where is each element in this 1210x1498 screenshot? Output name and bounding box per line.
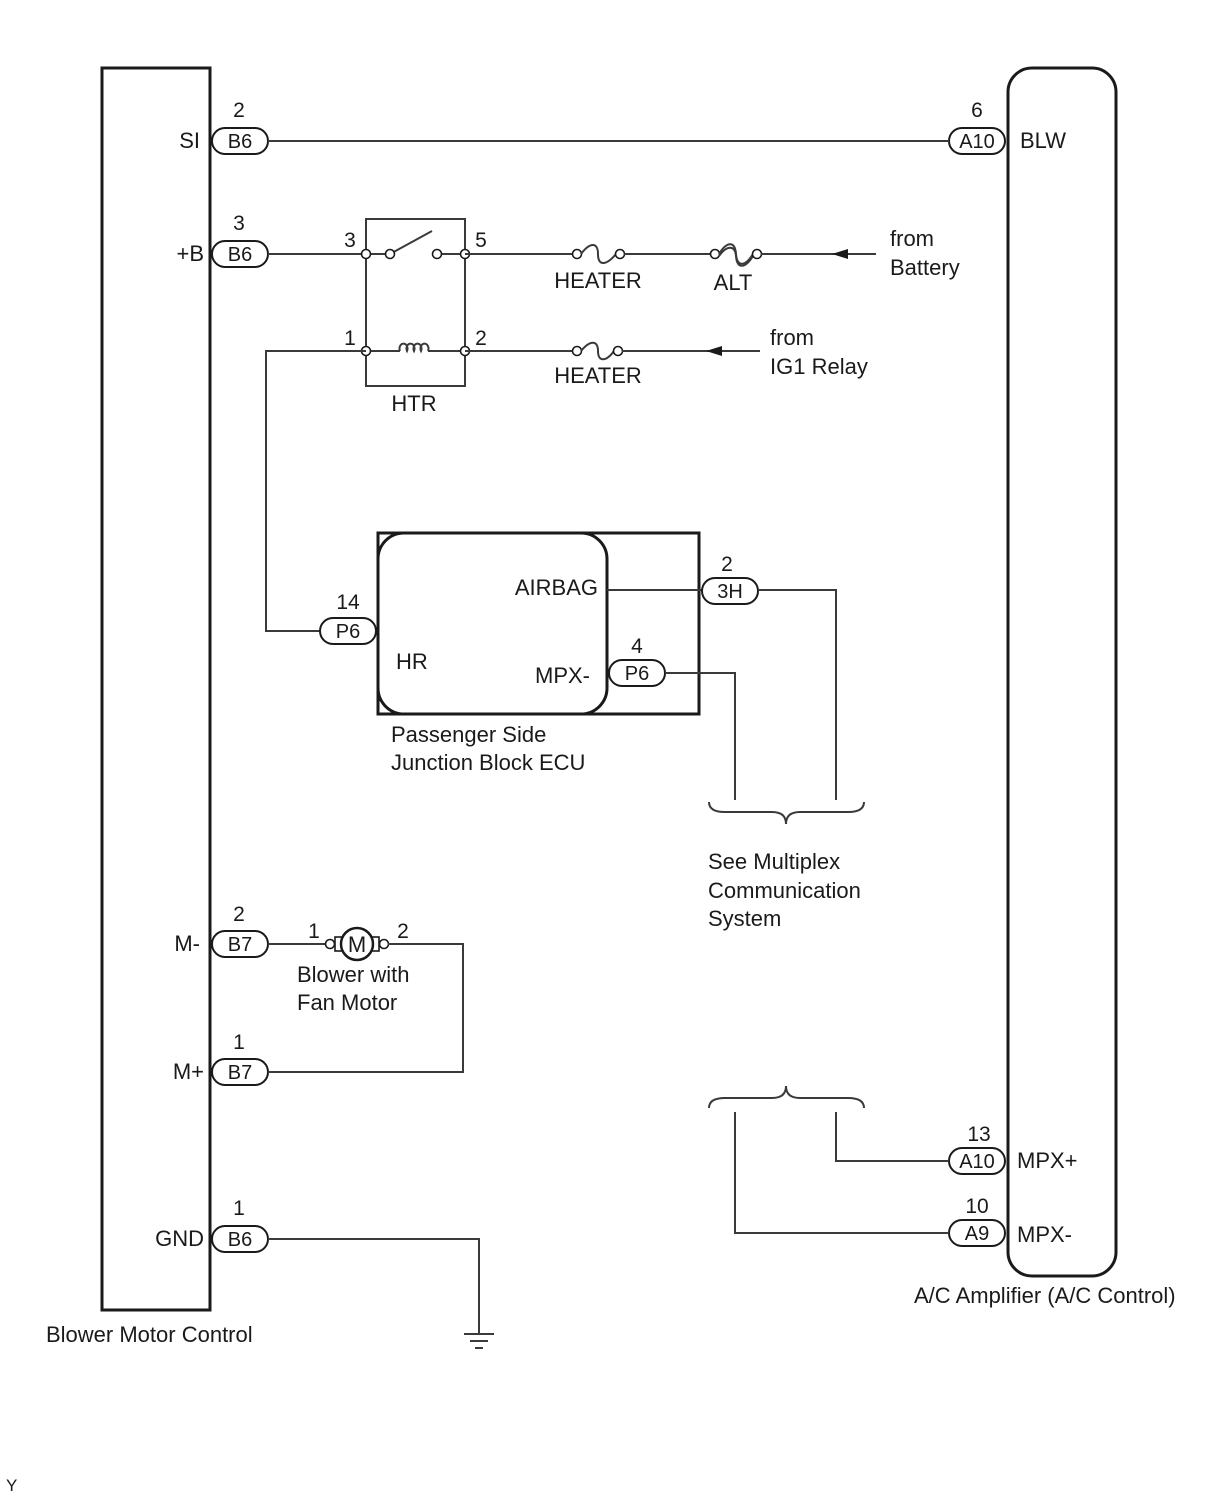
- terminal-relay-3: [360, 248, 372, 260]
- pin-gnd-number: 1: [233, 1197, 245, 1220]
- blower-motor-symbol-letter: M: [348, 932, 366, 957]
- ac-amplifier-box: [1006, 66, 1118, 1278]
- pin-jb-mpx-number: 4: [631, 635, 643, 658]
- motor-pin-1: 1: [308, 920, 320, 943]
- wire-mpx-minus: [734, 1112, 949, 1234]
- blower-motor-label-line1: Blower with: [297, 962, 409, 987]
- pin-mpx-minus-name: MPX-: [1017, 1222, 1072, 1247]
- junction-block-inner: [376, 531, 609, 716]
- relay-coil: [366, 342, 465, 354]
- from-ig1-line2: IG1 Relay: [770, 354, 868, 379]
- note-line2: Communication: [708, 878, 861, 903]
- htr-relay-label: HTR: [391, 391, 436, 416]
- pin-plus-b-name: +B: [176, 241, 204, 266]
- pin-jb-mpx-name: MPX-: [535, 663, 590, 688]
- htr-pin-1: 1: [344, 327, 356, 350]
- pin-blw-number: 6: [971, 99, 983, 122]
- junction-block-label-line1: Passenger Side: [391, 722, 546, 747]
- pin-m-plus-name: M+: [173, 1059, 204, 1084]
- pin-m-plus: M+ 1 B7: [173, 1031, 269, 1086]
- note-line1: See Multiplex: [708, 849, 840, 874]
- heater-fuse-1: [571, 244, 626, 264]
- pin-si: SI 2 B6: [179, 99, 269, 155]
- from-battery-line1: from: [890, 226, 934, 251]
- ground-icon: [464, 1333, 494, 1349]
- arrow-from-ig1: [706, 346, 722, 356]
- blower-motor-label-line2: Fan Motor: [297, 990, 397, 1015]
- from-ig1-line1: from: [770, 325, 814, 350]
- heater-fuse-1-label: HEATER: [554, 268, 642, 293]
- pin-blw: BLW 6 A10: [948, 99, 1066, 155]
- arrow-from-battery: [832, 249, 848, 259]
- alt-fuse: [709, 243, 763, 267]
- pin-m-minus: M- 2 B7: [174, 903, 269, 958]
- wire-jb-mpx-multiplex: [665, 672, 736, 800]
- pin-mpx-plus-number: 13: [967, 1123, 990, 1146]
- alt-fuse-label: ALT: [714, 270, 753, 295]
- htr-pin-5: 5: [475, 229, 487, 252]
- pin-si-name: SI: [179, 128, 200, 153]
- wire-gnd: [268, 1238, 480, 1334]
- wire-motor-m-plus: [268, 943, 464, 1073]
- connector-p6-hr: [319, 617, 377, 645]
- connector-b6-plus-b-label: B6: [228, 244, 252, 266]
- pin-m-plus-number: 1: [233, 1031, 245, 1054]
- pin-gnd: GND 1 B6: [155, 1197, 269, 1253]
- multiplex-brace-upper: [708, 801, 865, 825]
- pin-plus-b: +B 3 B6: [176, 212, 269, 268]
- pin-hr-number: 14: [336, 591, 360, 614]
- pin-mpx-minus: MPX- 10 A9: [948, 1195, 1072, 1247]
- relay-switch: [366, 230, 465, 260]
- heater-fuse-2: [571, 341, 624, 361]
- htr-pin-2: 2: [475, 327, 487, 350]
- pin-plus-b-number: 3: [233, 212, 245, 235]
- corner-code: Y: [6, 1476, 17, 1495]
- connector-b6-si-label: B6: [228, 131, 252, 153]
- ac-amplifier-label: A/C Amplifier (A/C Control): [914, 1283, 1176, 1308]
- pin-mpx-minus-number: 10: [965, 1195, 988, 1218]
- connector-a9-mpx-minus-label: A9: [965, 1223, 989, 1245]
- heater-fuse-2-label: HEATER: [554, 363, 642, 388]
- motor-pin-2: 2: [397, 920, 409, 943]
- htr-relay-box: [365, 218, 466, 387]
- blower-motor-control-label: Blower Motor Control: [46, 1322, 253, 1347]
- pin-mpx-plus: MPX+ 13 A10: [948, 1123, 1078, 1175]
- pin-mpx-plus-name: MPX+: [1017, 1148, 1078, 1173]
- wire-airbag-multiplex: [758, 589, 837, 800]
- connector-3h-airbag-label: 3H: [717, 581, 743, 603]
- pin-hr-name: HR: [396, 649, 428, 674]
- multiplex-brace-lower: [708, 1085, 865, 1109]
- connector-b7-m-plus-label: B7: [228, 1062, 252, 1084]
- connector-b7-m-minus-label: B7: [228, 934, 252, 956]
- connector-a10-blw-label: A10: [959, 131, 995, 153]
- blower-motor-symbol: [324, 926, 390, 962]
- pin-gnd-name: GND: [155, 1226, 204, 1251]
- blower-motor-control-box: [100, 66, 212, 1312]
- pin-si-number: 2: [233, 99, 245, 122]
- pin-blw-name: BLW: [1020, 128, 1066, 153]
- connector-a10-mpx-plus-label: A10: [959, 1151, 995, 1173]
- connector-b6-gnd-label: B6: [228, 1229, 252, 1251]
- junction-block-label-line2: Junction Block ECU: [391, 750, 585, 775]
- from-battery-line2: Battery: [890, 255, 960, 280]
- wire-relay1-hr: [265, 350, 366, 632]
- pin-airbag-name: AIRBAG: [515, 575, 598, 600]
- pin-airbag-number: 2: [721, 553, 733, 576]
- htr-pin-3: 3: [344, 229, 356, 252]
- wire-mpx-plus: [835, 1112, 949, 1162]
- pin-m-minus-number: 2: [233, 903, 245, 926]
- pin-m-minus-name: M-: [174, 931, 200, 956]
- connector-p6-hr-label: P6: [336, 621, 360, 643]
- note-line3: System: [708, 906, 781, 931]
- connector-p6-mpx-label: P6: [625, 663, 649, 685]
